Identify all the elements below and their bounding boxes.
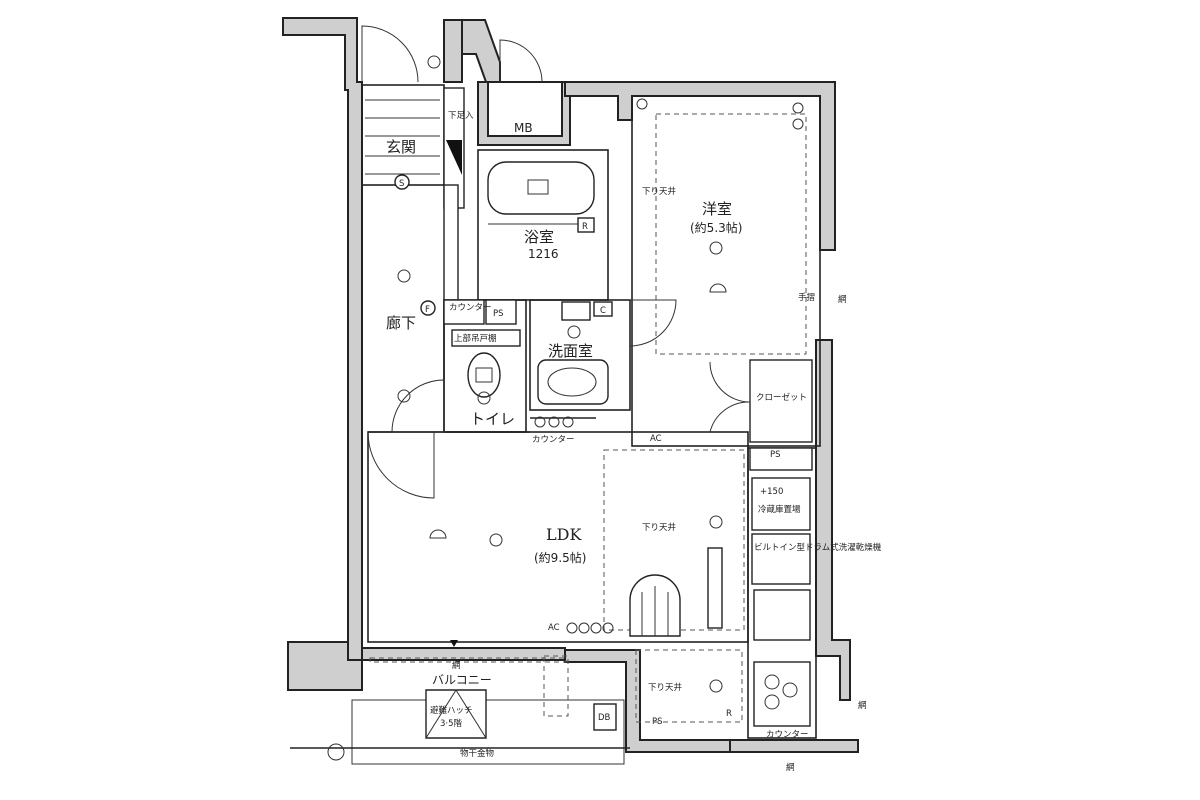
counter-label-wash: カウンター [532,435,575,445]
dryer-label: ビルトイン型ドラム式洗濯乾燥機 [754,542,882,553]
bottom-right-wall-2 [729,739,859,753]
kitchen-ps-label: PS [770,450,781,460]
room-label-rouka: 廊下 [386,314,416,332]
bath-r-label: R [582,222,588,232]
sash-label-3: 網 [858,700,867,711]
shoe-label: 下足入 [448,111,474,121]
washroom-c-box [593,301,613,317]
s-marker [394,174,410,190]
hatch-diag-2 [455,689,487,739]
kitchen-r-label: R [726,709,732,719]
room-label-genkan: 玄関 [386,138,416,156]
closet-box [749,359,813,443]
left-exterior-wall [282,17,363,691]
fridge-size-label: +150 [760,487,783,497]
toilet-ps-box [485,299,517,325]
bath-r-box [577,217,595,233]
outdoor-unit [543,655,569,717]
clothes-rack-label: 物干金物 [460,748,495,759]
yokushitsu-size: 1216 [528,247,559,261]
lowered-ceiling-ldk: 下り天井 [642,522,676,533]
balcony-outline [351,699,625,765]
bedroom-lowered-ceiling [655,113,807,355]
bedroom-outline [631,95,821,447]
bottom-left-wall [361,647,566,661]
room-label-ldk: LDK [546,525,582,544]
dryer-space [751,533,811,585]
door-swings [361,25,751,499]
f-marker [420,300,436,316]
kitchen-lowered-ceiling [635,649,743,723]
genkan-tile-pattern [365,99,440,175]
mb-wall [477,81,571,146]
burner-1 [764,674,780,690]
right-mid-wall [815,339,851,701]
lowered-ceiling-kitchen: 下り天井 [648,682,682,693]
ldk-size: (約9.5帖) [534,550,586,565]
burner-3 [764,694,780,710]
entrance-wall-right [461,19,501,83]
toilet-shelf-box [451,329,521,347]
db-label: DB [598,713,611,723]
bathtub [487,161,595,215]
washroom-outline [529,299,631,411]
outlets-row [534,98,804,634]
kitchen-ps-box [749,447,813,471]
wash-bowl [547,367,597,397]
kitchen-sink [753,589,811,641]
bedroom-light-half [709,283,727,293]
handrail-label: 手摺 [798,292,815,303]
shoe-cabinet-marker [446,140,462,175]
ceiling-lights [397,55,723,693]
drain-icon [327,743,345,761]
kitchen-rail [707,547,723,629]
washroom-cabinet [561,301,591,321]
db-box [593,703,617,731]
lowered-ceiling-bedroom: 下り天井 [642,186,676,197]
toilet-bowl [467,352,501,398]
toilet-seat [475,367,493,383]
hatch-label-2: 3·5階 [440,718,463,729]
burner-2 [782,682,798,698]
toilet-shelf-label: 上部吊戸棚 [454,333,497,344]
fridge-label: 冷蔵庫置場 [758,504,801,515]
closet-label: クローゼット [756,392,807,403]
room-label-toilet: トイレ [470,410,515,428]
s-label: S [399,179,404,189]
sash-label-1: 網 [838,294,847,305]
ac-label-2: AC [650,434,662,444]
kitchen-ps-label-2: PS [652,717,663,727]
hatch-diag-1 [425,689,457,739]
room-label-senmenshitsu: 洗面室 [548,342,593,360]
sash-label-2: 網 [452,660,461,671]
wash-basin [537,359,609,405]
room-label-mb: MB [514,121,533,135]
toilet-counter-label: カウンター [449,303,492,313]
bottom-right-wall [564,649,731,753]
bathtub-drain [527,179,549,195]
window-marker [450,640,458,647]
room-label-balcony: バルコニー [432,673,492,687]
hatch-label-1: 避難ハッチ [430,705,473,716]
toilet-counter-box [443,299,485,325]
balcony-sash [369,657,567,663]
shoe-box-tall [443,184,459,306]
yoshitsu-size: (約5.3帖) [690,220,742,235]
room-label-yokushitsu: 浴室 [524,228,554,246]
counter-label-kitchen: カウンター [766,730,809,740]
cooktop [753,661,811,727]
fridge-space [751,477,811,531]
ac-label-1: AC [548,623,560,633]
entrance-wall-left [443,19,463,83]
ldk-light-half-1 [429,529,447,539]
room-label-yoshitsu: 洋室 [702,200,732,218]
f-label: F [425,305,430,315]
washroom-c-label: C [600,306,606,316]
sash-label-4: 網 [786,762,795,773]
toilet-ps-label: PS [493,309,504,319]
